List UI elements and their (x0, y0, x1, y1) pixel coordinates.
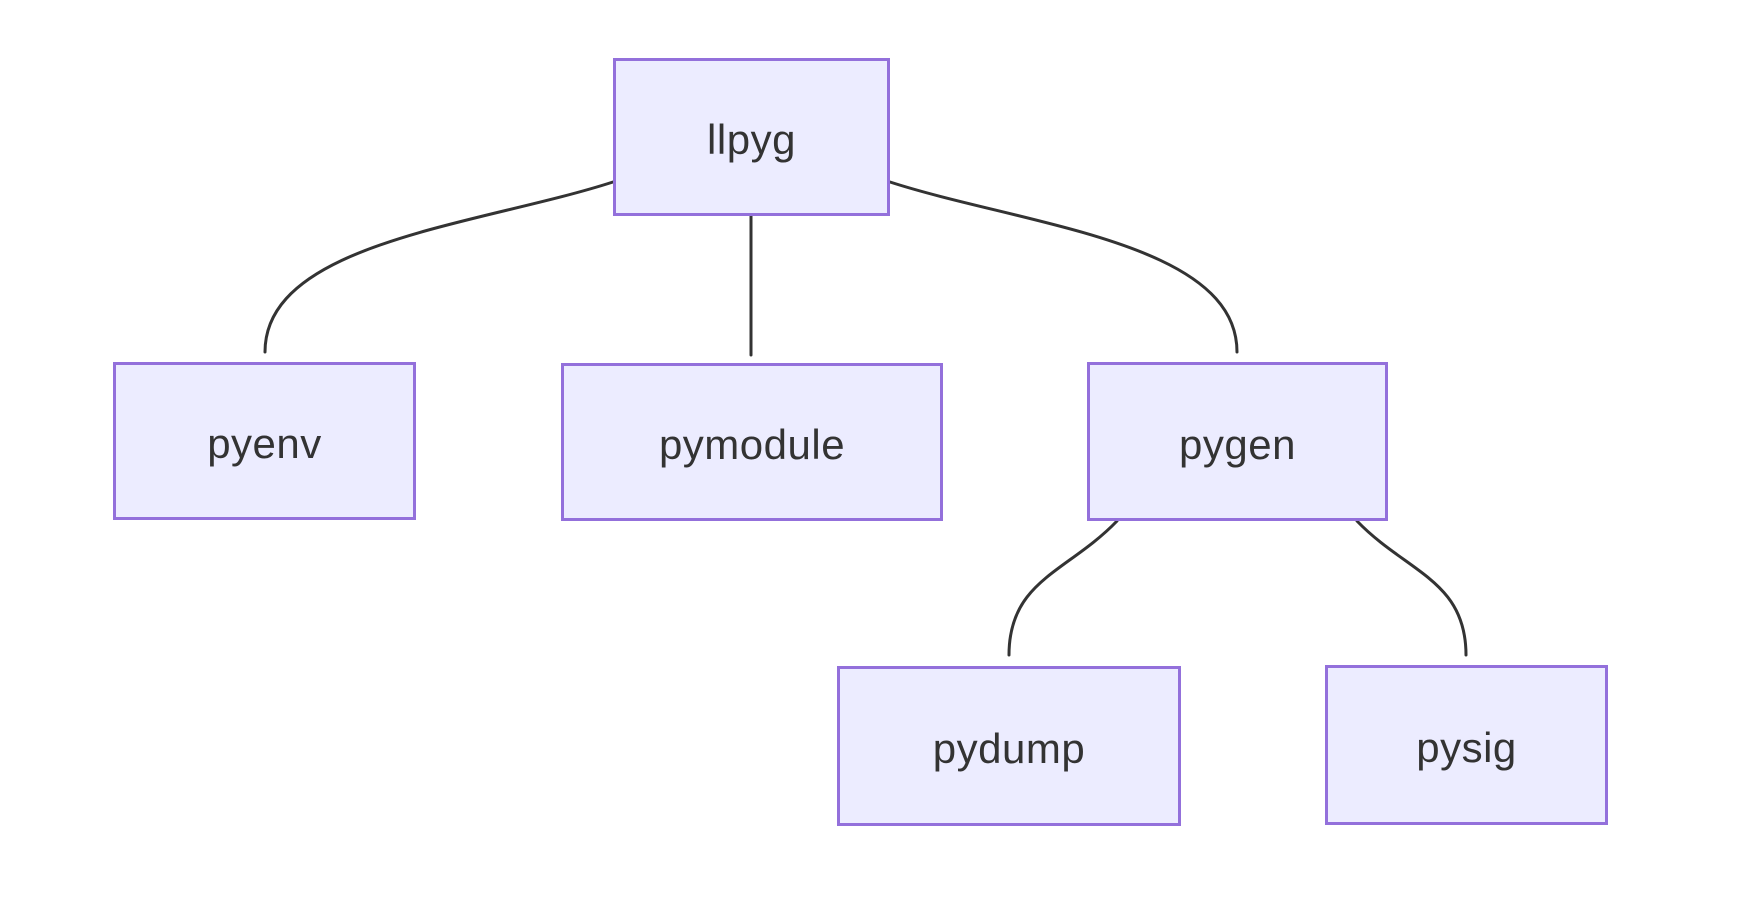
node-pysig: pysig (1325, 665, 1608, 825)
edge-llpyg-pygen (888, 180, 1239, 354)
node-llpyg-label: llpyg (707, 116, 796, 163)
node-pymodule: pymodule (561, 363, 943, 521)
node-pymodule-label: pymodule (658, 421, 846, 468)
edge-pygen-pydump (1007, 519, 1119, 657)
node-pygen-label: pygen (1179, 420, 1296, 468)
node-llpyg: llpyg (613, 58, 890, 216)
node-pydump-label: pydump (932, 725, 1086, 772)
node-pygen: pygen (1087, 362, 1388, 521)
edge-llpyg-pyenv (263, 180, 615, 354)
node-pyenv: pyenv (113, 362, 416, 520)
node-pydump: pydump (837, 666, 1181, 826)
node-pysig-label: pysig (1416, 724, 1517, 771)
edge-pygen-pysig (1355, 519, 1468, 657)
node-pyenv-label: pyenv (207, 420, 322, 467)
